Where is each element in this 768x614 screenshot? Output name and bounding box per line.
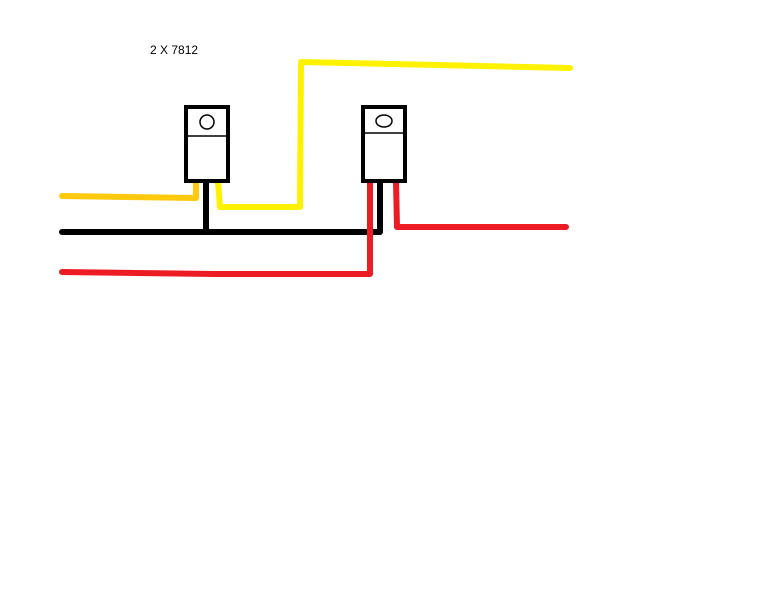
regulator-right-mounting-hole-icon — [375, 114, 393, 128]
regulator-left — [184, 105, 230, 183]
regulator-left-mounting-hole-icon — [199, 114, 215, 130]
left-regulator-output-wire — [215, 59, 573, 210]
regulator-right — [361, 105, 407, 183]
ground-bus-wire — [59, 179, 383, 235]
left-regulator-input-wire — [59, 179, 199, 201]
right-regulator-output-wire — [393, 179, 569, 230]
diagram-caption: 2 X 7812 — [150, 43, 199, 57]
right-regulator-input-wire — [59, 179, 373, 277]
